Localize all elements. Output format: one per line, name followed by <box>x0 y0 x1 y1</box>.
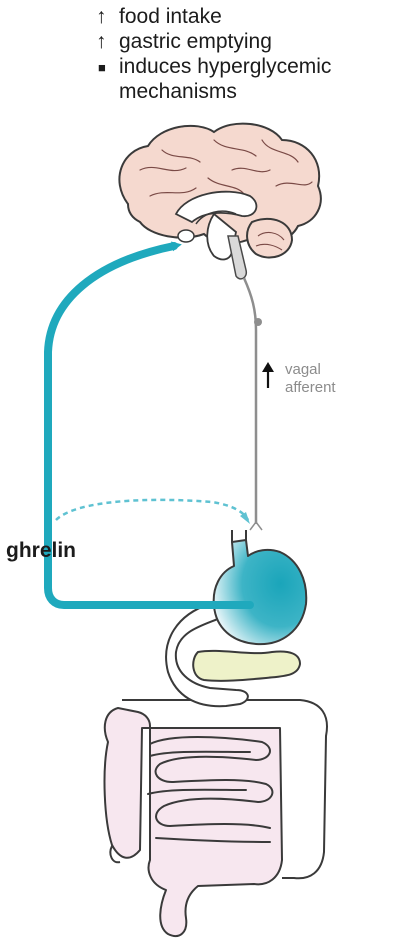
effects-list: ↑ food intake ↑ gastric emptying ■ induc… <box>96 4 331 104</box>
square-bullet-icon: ■ <box>98 55 116 80</box>
vagal-label-line1: vagal <box>285 361 321 378</box>
effect-item: ■ induces hyperglycemic mechanisms <box>96 54 331 104</box>
ghrelin-vagal-dashed-arrow <box>56 500 248 520</box>
vagal-afferent-label: vagal afferent <box>285 361 336 397</box>
arrow-up-icon: ↑ <box>96 4 114 29</box>
vagal-terminal-icon <box>250 522 262 530</box>
arrow-up-icon: ↑ <box>96 29 114 54</box>
intestine-icon <box>105 708 282 936</box>
ghrelin-label: ghrelin <box>6 539 76 563</box>
arrow-up-icon <box>262 362 274 388</box>
effect-label-line1: induces hyperglycemic <box>119 55 331 78</box>
vagal-nerve <box>244 278 256 524</box>
brain-icon <box>119 124 320 260</box>
brainstem-icon <box>228 236 246 279</box>
vagal-ganglion-icon <box>254 318 262 326</box>
pancreas-icon <box>193 651 300 681</box>
effect-label-line2: mechanisms <box>119 80 237 103</box>
effect-label: gastric emptying <box>119 30 272 53</box>
ghrelin-pathway-arrow <box>48 246 250 605</box>
stomach-icon <box>214 540 307 644</box>
effect-label: food intake <box>119 5 222 28</box>
vagal-label-line2: afferent <box>285 379 336 396</box>
effect-item: ↑ gastric emptying <box>96 29 331 54</box>
effect-item: ↑ food intake <box>96 4 331 29</box>
